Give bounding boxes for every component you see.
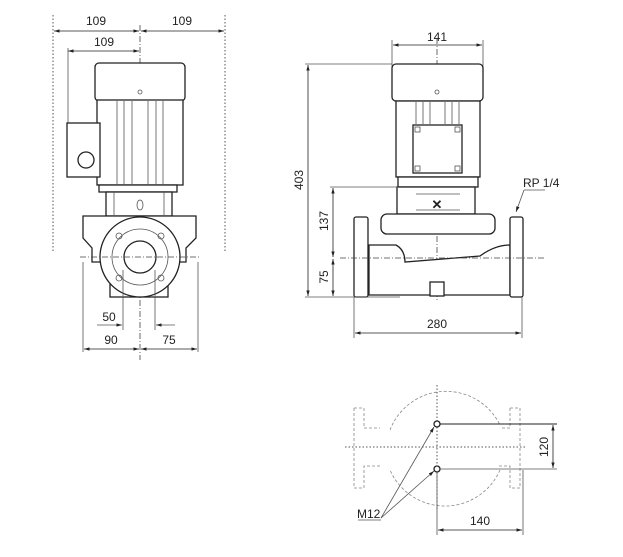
dim-pump-height: 137 [317, 211, 331, 231]
terminal-box [66, 122, 101, 178]
port-label: RP 1/4 [523, 176, 560, 190]
front-view: ✕ 141 403 137 75 280 RP 1/4 [292, 30, 560, 338]
flange-outlet [509, 216, 524, 298]
dim-bolt-offset: 140 [470, 514, 490, 528]
dim-motor-left: 109 [86, 14, 106, 28]
name-plate [412, 124, 463, 174]
flange-inlet [353, 216, 369, 298]
cable-gland [77, 151, 95, 169]
dim-flange-offset: 50 [102, 310, 116, 324]
dim-terminal-box: 109 [94, 35, 114, 49]
dim-base-left: 90 [104, 333, 118, 347]
dim-port-to-port: 280 [427, 317, 447, 331]
bolt-hole-bottom [433, 465, 441, 473]
base-view: 120 140 M12 [345, 385, 557, 535]
fan-cover [94, 62, 186, 102]
dim-base-right: 75 [162, 333, 176, 347]
side-view: 109 109 109 50 90 75 [52, 14, 226, 360]
dim-inlet-height: 75 [317, 270, 331, 284]
brand-logo: ✕ [432, 197, 443, 212]
motor-body [96, 99, 184, 186]
dim-total-height: 403 [292, 170, 306, 190]
dim-bolt-spacing: 120 [537, 437, 551, 457]
dim-motor-width: 141 [427, 30, 447, 44]
volute [380, 213, 496, 235]
bolt-hole-top [433, 420, 441, 428]
dim-motor-right: 109 [172, 14, 192, 28]
bolt-label: M12 [357, 507, 381, 521]
